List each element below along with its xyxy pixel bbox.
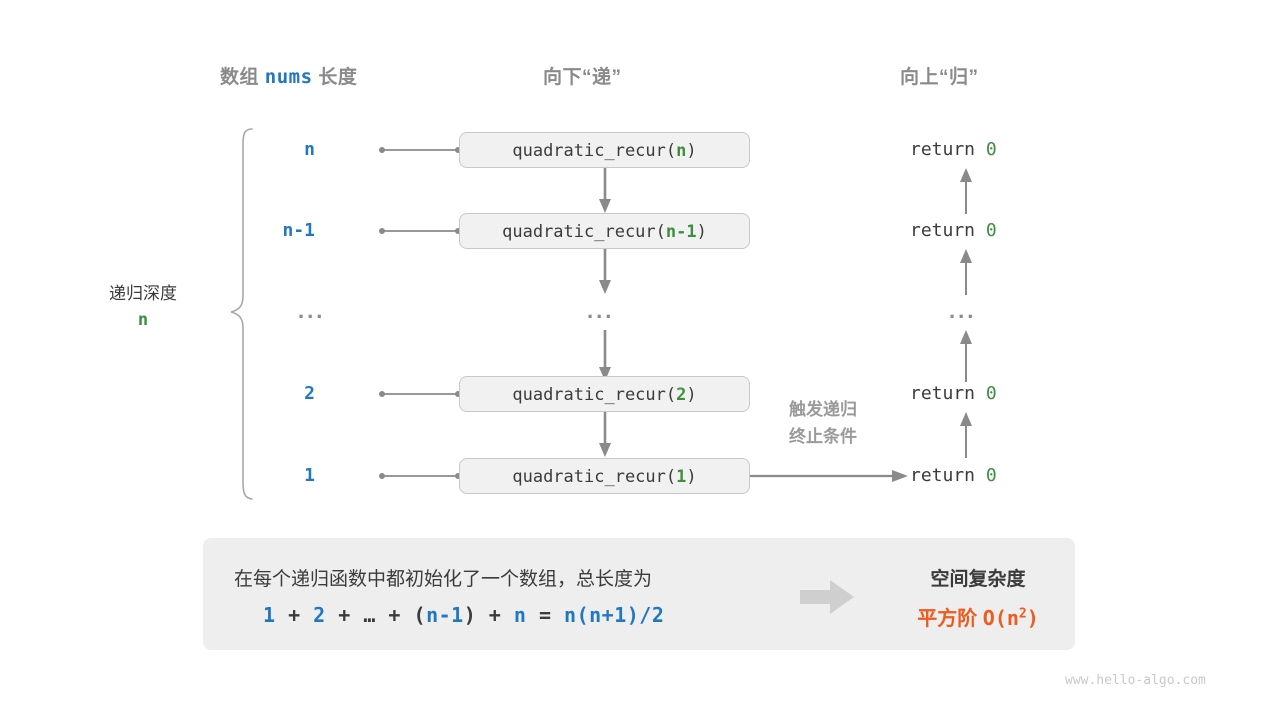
return-keyword-row-5: return xyxy=(910,465,986,486)
formula-term-1: 1 xyxy=(263,603,276,627)
connector-row-1 xyxy=(378,143,462,157)
call-suffix-row-4: ) xyxy=(686,385,697,405)
call-box-row-5: quadratic_recur(1) xyxy=(459,458,750,494)
connector-row-4 xyxy=(378,387,462,401)
return-value-row-4: 0 xyxy=(985,383,997,404)
summary-formula: 1 + 2 + … + (n-1) + n = n(n+1)/2 xyxy=(263,603,664,627)
formula-paren-close: ) xyxy=(463,603,477,627)
header-left-pre: 数组 xyxy=(220,67,265,88)
depth-label-row-4: 2 xyxy=(304,383,315,404)
formula-op-2: + xyxy=(325,603,364,627)
depth-label-row-3: ... xyxy=(298,298,326,323)
formula-term-2: 2 xyxy=(313,603,326,627)
call-arg-row-2: n-1 xyxy=(665,222,697,242)
formula-equals: = xyxy=(526,603,565,627)
column-header-array-length: 数组 nums 长度 xyxy=(220,62,357,89)
ascend-arrow-1 xyxy=(958,168,974,214)
result-notation: O(n xyxy=(982,606,1019,630)
formula-result: n(n+1)/2 xyxy=(564,603,665,627)
watermark: www.hello-algo.com xyxy=(1065,673,1206,688)
call-box-row-2: quadratic_recur(n-1) xyxy=(459,213,750,249)
call-prefix-row-1: quadratic_recur( xyxy=(512,141,677,161)
call-box-row-3: ... xyxy=(587,298,615,323)
header-left-code: nums xyxy=(264,66,313,88)
call-arg-row-5: 1 xyxy=(676,467,687,487)
formula-op-1: + xyxy=(275,603,314,627)
connector-row-5 xyxy=(378,469,462,483)
termination-note-line2: 终止条件 xyxy=(789,427,857,447)
call-prefix-row-5: quadratic_recur( xyxy=(512,467,677,487)
column-header-ascend: 向上“归” xyxy=(900,67,979,88)
connector-row-2 xyxy=(378,224,462,238)
return-value-row-1: 0 xyxy=(985,139,997,160)
call-prefix-row-2: quadratic_recur( xyxy=(502,222,666,242)
call-suffix-row-1: ) xyxy=(686,141,697,161)
descend-arrow-3 xyxy=(597,330,613,382)
return-label-row-3: ... xyxy=(949,298,977,323)
ascend-arrow-2 xyxy=(958,249,974,295)
header-left-post: 长度 xyxy=(312,67,358,88)
space-complexity-result: 平方阶 O(n2) xyxy=(883,602,1073,631)
depth-label-row-2: n-1 xyxy=(282,220,315,241)
descend-arrow-2 xyxy=(597,249,613,295)
summary-panel: 在每个递归函数中都初始化了一个数组，总长度为 1 + 2 + … + (n-1)… xyxy=(203,538,1075,650)
recursion-depth-value: n xyxy=(137,310,149,331)
termination-note: 触发递归 终止条件 xyxy=(758,396,888,450)
implies-arrow-icon xyxy=(800,580,856,614)
call-box-row-1: quadratic_recur(n) xyxy=(459,132,750,168)
recursion-depth-label: 递归深度 xyxy=(109,284,177,303)
return-value-row-5: 0 xyxy=(985,465,997,486)
return-keyword-row-2: return xyxy=(910,220,986,241)
formula-term-n: n xyxy=(513,603,527,627)
result-exponent: 2 xyxy=(1018,606,1027,622)
return-keyword-row-4: return xyxy=(910,383,986,404)
return-label-row-5: return 0 xyxy=(910,465,997,486)
result-close-paren: ) xyxy=(1026,606,1039,630)
depth-label-row-5: 1 xyxy=(304,465,315,486)
return-label-row-1: return 0 xyxy=(910,139,997,160)
formula-op-3: + xyxy=(375,603,414,627)
call-box-row-4: quadratic_recur(2) xyxy=(459,376,750,412)
descend-arrow-4 xyxy=(597,412,613,458)
recursion-depth-caption: 递归深度 n xyxy=(58,281,228,334)
base-case-arrow xyxy=(750,468,910,484)
return-keyword-row-1: return xyxy=(910,139,986,160)
space-complexity-title: 空间复杂度 xyxy=(930,569,1026,590)
formula-ellipsis: … xyxy=(363,603,376,627)
call-suffix-row-2: ) xyxy=(696,222,707,242)
formula-paren-open: ( xyxy=(413,603,427,627)
call-arg-row-4: 2 xyxy=(676,385,687,405)
formula-op-4: + xyxy=(476,603,514,627)
return-value-row-2: 0 xyxy=(985,220,997,241)
call-suffix-row-5: ) xyxy=(686,467,697,487)
depth-brace xyxy=(226,126,256,502)
column-header-descend: 向下“递” xyxy=(543,67,622,88)
ascend-arrow-3 xyxy=(958,330,974,382)
ascend-arrow-4 xyxy=(958,412,974,458)
call-prefix-row-4: quadratic_recur( xyxy=(512,385,677,405)
call-arg-row-1: n xyxy=(676,141,687,161)
formula-term-n-minus-1: n-1 xyxy=(426,603,464,627)
termination-note-line1: 触发递归 xyxy=(789,400,857,419)
summary-description: 在每个递归函数中都初始化了一个数组，总长度为 xyxy=(234,569,653,590)
descend-arrow-1 xyxy=(597,168,613,214)
return-label-row-2: return 0 xyxy=(910,220,997,241)
return-label-row-4: return 0 xyxy=(910,383,997,404)
depth-label-row-1: n xyxy=(304,139,315,160)
result-prefix: 平方阶 xyxy=(917,608,983,630)
